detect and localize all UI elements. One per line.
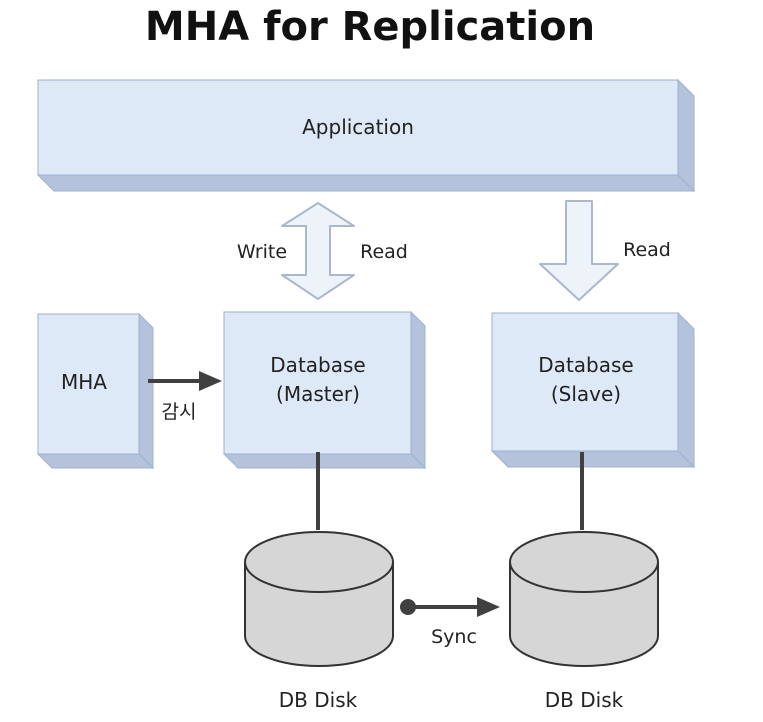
master-label-line2: (Master) (276, 382, 360, 406)
master-db-disk: DB Disk (244, 531, 394, 712)
monitor-arrow: 감시 (148, 371, 222, 423)
slave-label-line2: (Slave) (551, 382, 621, 406)
master-label-line1: Database (270, 353, 365, 377)
mha-box: MHA (36, 312, 155, 470)
write-read-arrow: Write Read (237, 202, 408, 300)
read-label-slave: Read (623, 239, 671, 261)
diagram-title: MHA for Replication (145, 4, 595, 50)
slave-database-box: Database (Slave) (490, 311, 696, 469)
read-label-master: Read (360, 241, 408, 263)
monitor-label: 감시 (162, 401, 197, 423)
write-label: Write (237, 241, 287, 263)
mha-label: MHA (61, 370, 107, 394)
application-box: Application (36, 78, 696, 193)
read-arrow-slave: Read (539, 200, 671, 301)
sync-label: Sync (431, 626, 477, 648)
application-label: Application (302, 115, 414, 139)
slave-label-line1: Database (538, 353, 633, 377)
slave-disk-label: DB Disk (545, 688, 624, 712)
sync-arrow: Sync (400, 597, 500, 648)
master-disk-label: DB Disk (279, 688, 358, 712)
master-database-box: Database (Master) (222, 310, 427, 470)
slave-db-disk: DB Disk (509, 531, 659, 712)
